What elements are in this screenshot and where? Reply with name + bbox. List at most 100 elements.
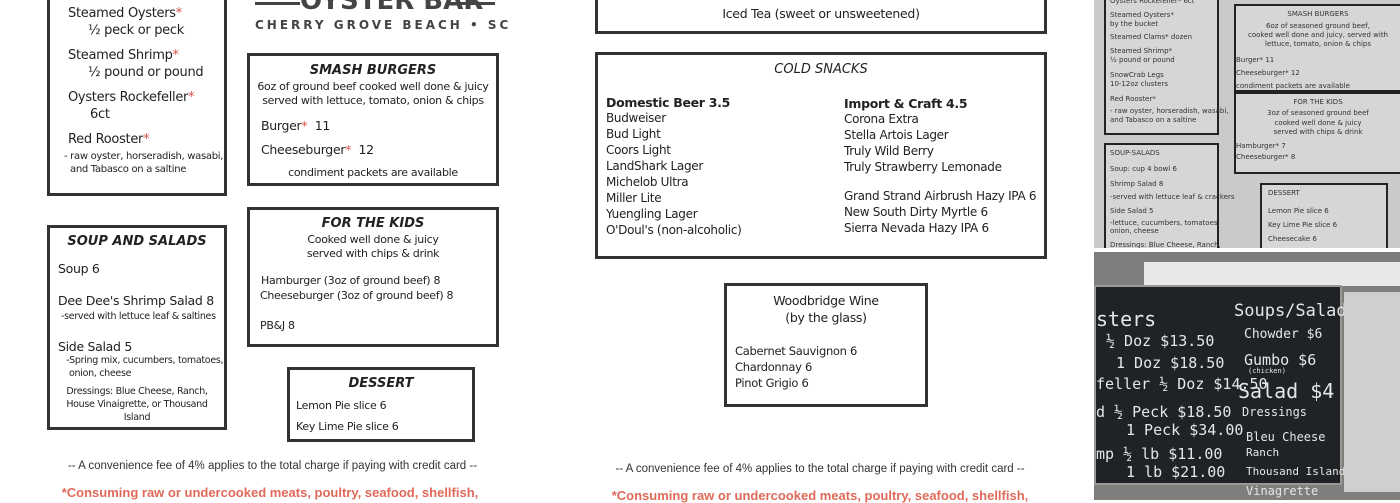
menu-item: Steamed Shrimp*	[68, 48, 179, 63]
photo-text: Burger* 11	[1236, 56, 1275, 64]
photo-text: 10-12oz clusters	[1110, 80, 1168, 88]
item-detail: - raw oyster, horseradish, wasabi,	[64, 151, 224, 162]
section-desc: 6oz of ground beef cooked well done & ju…	[257, 80, 489, 93]
photo-text: and Tabasco on a saltine	[1110, 116, 1197, 124]
photo-soup-box: SOUP-SALADS Soup: cup 4 bowl 6 Shrimp Sala…	[1104, 143, 1235, 248]
photo-text: Cheeseburger* 8	[1236, 153, 1296, 161]
section-desc: served with lettuce, tomato, onion & chi…	[262, 94, 484, 107]
photo-text: SnowCrab Legs	[1110, 71, 1164, 79]
chalk-text: Thousand Island	[1246, 465, 1346, 478]
chalk-text: Dressings	[1242, 405, 1308, 419]
section-desc: served with chips & drink	[306, 247, 440, 260]
photo-text: lettuce, tomato, onion & chips	[1264, 40, 1371, 48]
consumption-warning: *Consuming raw or undercooked meats, pou…	[61, 485, 479, 500]
section-note: condiment packets are available	[288, 166, 458, 179]
chalk-text: mp ½ lb $11.00	[1096, 445, 1223, 463]
section-title: SOUP AND SALADS	[67, 234, 207, 249]
chalk-text: Chowder $6	[1244, 327, 1323, 342]
category-heading: Import & Craft 4.5	[844, 96, 968, 111]
photo-text: -lettuce, cucumbers, tomatoes,	[1110, 219, 1220, 227]
smash-burgers-box: SMASH BURGERS 6oz of ground beef cooked …	[247, 53, 499, 186]
photo-text: Cheesecake 6	[1268, 235, 1317, 243]
photo-text: -served with lettuce leaf & crackers	[1110, 193, 1235, 201]
menu-item: Truly Strawberry Lemonade	[844, 160, 1002, 174]
category-heading: Domestic Beer 3.5	[606, 95, 730, 110]
menu-item: Budweiser	[606, 111, 666, 125]
menu-item: Miller Lite	[606, 191, 662, 205]
section-title: SMASH BURGERS	[309, 63, 437, 78]
section-subtitle: (by the glass)	[785, 310, 867, 325]
credit-card-fee-note: -- A convenience fee of 4% applies to th…	[67, 460, 478, 472]
section-desc: Cooked well done & juicy	[307, 233, 439, 246]
dressings: Island	[123, 412, 151, 423]
menu-item: Yuengling Lager	[606, 207, 698, 221]
menu-item: O'Doul's (non-alcoholic)	[606, 223, 742, 237]
menu-item: Hamburger (3oz of ground beef) 8	[261, 274, 441, 287]
photo-text: cooked well done & juicy	[1274, 119, 1362, 127]
photo-text: 6oz of seasoned ground beef,	[1266, 22, 1370, 30]
photo-text: Key Lime Pie slice 6	[1268, 221, 1338, 229]
chalk-text: ½ Doz $13.50	[1106, 332, 1215, 350]
photo-text: - raw oyster, horseradish, wasabi,	[1110, 107, 1229, 115]
photo-text: Steamed Shrimp*	[1110, 47, 1173, 55]
photo-text: SMASH BURGERS	[1287, 10, 1349, 18]
photo-text: cooked well done and juicy, served with	[1248, 31, 1388, 39]
photo-text: SOUP-SALADS	[1110, 149, 1160, 157]
chalk-text: Ranch	[1246, 446, 1280, 459]
photo-text: Steamed Oysters*	[1110, 11, 1174, 19]
menu-item: Key Lime Pie slice 6	[296, 420, 399, 433]
chalk-text: 1 Doz $18.50	[1116, 354, 1225, 372]
kids-box: FOR THE KIDS Cooked well done & juicy se…	[247, 207, 499, 347]
chalk-text: d ½ Peck $18.50	[1096, 403, 1232, 421]
photo-text: Soup: cup 4 bowl 6	[1110, 165, 1177, 173]
photo-text: Red Rooster*	[1110, 95, 1156, 103]
photo-text: Lemon Pie slice 6	[1268, 207, 1329, 215]
section-title: FOR THE KIDS	[321, 216, 425, 231]
menu-item: Lemon Pie slice 6	[296, 399, 387, 412]
item-detail: -Spring mix, cucumbers, tomatoes,	[66, 355, 224, 366]
menu-item: Pinot Grigio 6	[735, 376, 809, 390]
menu-item: Iced Tea (sweet or unsweetened)	[722, 6, 920, 21]
menu-item: Sierra Nevada Hazy IPA 6	[844, 221, 989, 235]
menu-item: Cabernet Sauvignon 6	[735, 344, 858, 358]
menu-item: Soup 6	[58, 261, 100, 276]
item-detail: ½ pound or pound	[88, 65, 204, 80]
menu-item: Corona Extra	[844, 112, 919, 126]
menu-item: Oysters Rockefeller*	[68, 90, 195, 105]
dessert-box: DESSERT Lemon Pie slice 6 Key Lime Pie s…	[287, 367, 475, 442]
iced-tea-box: Iced Tea (sweet or unsweetened)	[595, 0, 1047, 34]
oysters-box: Steamed Oysters* ½ peck or peck Steamed …	[47, 0, 227, 196]
menu-item: Side Salad 5	[58, 339, 132, 354]
item-detail: 6ct	[90, 107, 110, 122]
photo-text: Shrimp Salad 8	[1110, 180, 1164, 188]
menu-item: Red Rooster*	[68, 132, 150, 147]
credit-card-fee-note: -- A convenience fee of 4% applies to th…	[615, 463, 1025, 475]
menu-item: New South Dirty Myrtle 6	[844, 205, 988, 219]
chalk-text: Bleu Cheese	[1246, 430, 1326, 444]
menu-item: Truly Wild Berry	[844, 144, 934, 158]
photo-text: 3oz of seasoned ground beef	[1267, 109, 1369, 117]
section-title: Woodbridge Wine	[773, 293, 879, 308]
menu-item: Cheeseburger* 12	[261, 142, 374, 157]
photo-text: Dressings: Blue Cheese, Ranch,	[1110, 241, 1221, 248]
photo-text: ½ pound or pound	[1110, 56, 1175, 64]
menu-item: Chardonnay 6	[735, 360, 813, 374]
menu-item: Bud Light	[606, 127, 661, 141]
photo-text: Hamburger* 7	[1236, 142, 1286, 150]
chalk-text: (chicken)	[1248, 367, 1286, 375]
chalk-text: 1 Peck $34.00	[1126, 421, 1244, 439]
item-detail: onion, cheese	[69, 368, 132, 379]
photo-text: served with chips & drink	[1273, 128, 1363, 136]
photo-text: FOR THE KIDS	[1293, 98, 1343, 106]
menu-item: Stella Artois Lager	[844, 128, 949, 142]
item-detail: -served with lettuce leaf & saltines	[61, 311, 216, 322]
section-title: COLD SNACKS	[774, 62, 868, 77]
soup-salads-box: SOUP AND SALADS Soup 6 Dee Dee's Shrimp …	[47, 225, 227, 430]
chalk-text: Soups/Salad	[1234, 301, 1347, 321]
